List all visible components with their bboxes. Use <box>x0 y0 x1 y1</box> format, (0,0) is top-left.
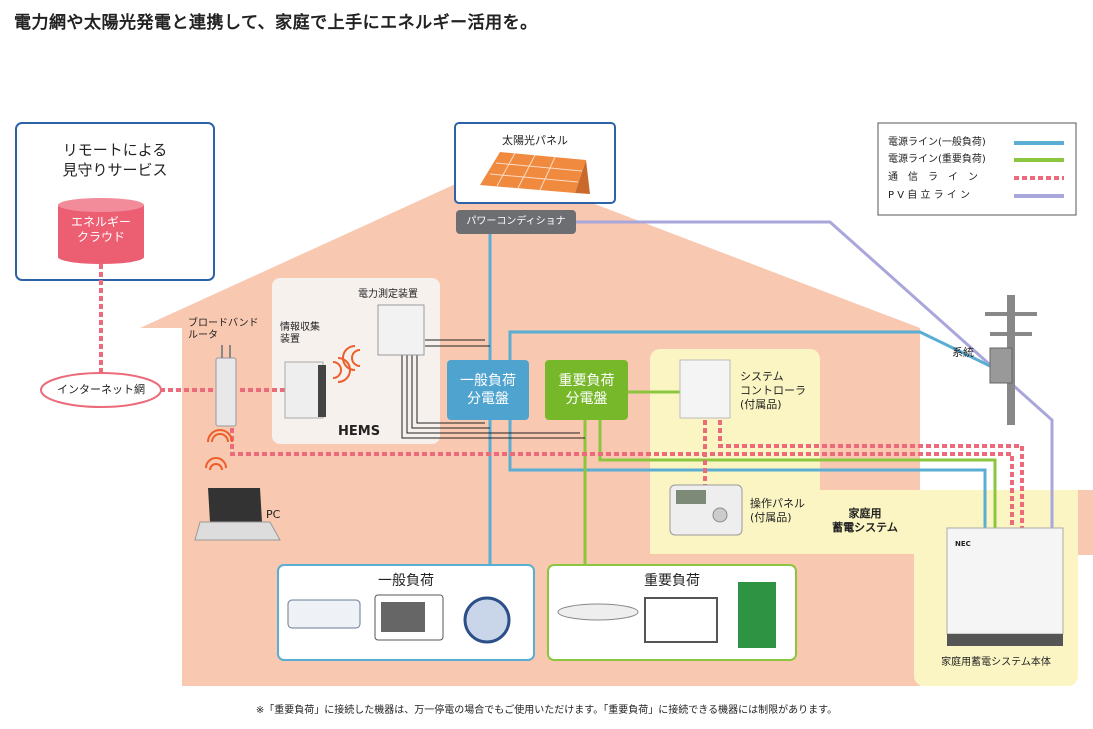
comm-line-controller-storage <box>718 420 1024 528</box>
critical-panel-label-line2: 分電盤 <box>565 391 608 407</box>
router-icon <box>215 345 237 427</box>
utility-pole-icon <box>985 295 1037 425</box>
wifi-icon-hems <box>332 345 361 383</box>
energy-cloud-label-line1: エネルギー <box>70 215 131 229</box>
footnote: ※「重要負荷」に接続した機器は、万一停電の場合でもご使用いただけます。「重要負荷… <box>255 705 838 716</box>
power-meter-icon <box>377 304 425 356</box>
grid-label: 系統 <box>952 346 974 359</box>
internet-label: インターネット網 <box>57 383 145 396</box>
info-collector-label-line1: 情報収集 <box>280 322 320 333</box>
info-collector-label-line2: 装置 <box>280 334 300 345</box>
refrigerator-icon <box>738 582 776 648</box>
remote-service-title-line2: 見守りサービス <box>62 161 168 179</box>
storage-brand-label: NEC <box>955 540 971 548</box>
critical-load-title: 重要負荷 <box>644 573 700 589</box>
critical-panel-box <box>545 360 628 420</box>
washing-machine-icon <box>463 596 511 644</box>
internet-cloud-icon <box>40 372 162 408</box>
air-conditioner-icon <box>287 599 361 629</box>
wifi-icon-router <box>207 429 233 443</box>
system-controller-label-line3: (付属品) <box>740 398 782 411</box>
remote-service-title: リモートによる 見守りサービス <box>16 140 214 180</box>
power-conditioner-box <box>456 210 576 234</box>
system-controller-label-line2: コントローラ <box>740 384 806 397</box>
power-conditioner-label: パワーコンディショナ <box>466 216 566 227</box>
storage-system-label-line1: 家庭用 <box>848 507 882 520</box>
general-panel-label: 一般負荷 分電盤 <box>447 372 529 408</box>
microwave-window-icon <box>381 602 425 632</box>
system-controller-label: システム コントローラ (付属品) <box>740 370 806 412</box>
general-panel-box <box>447 360 529 420</box>
wifi-icon-pc <box>205 457 227 471</box>
power-meter-label: 電力測定装置 <box>358 289 418 300</box>
general-load-title: 一般負荷 <box>378 573 434 589</box>
system-controller-icon <box>679 359 731 419</box>
operation-panel-label-line1: 操作パネル <box>750 497 805 510</box>
solar-panel-icon <box>480 152 590 194</box>
general-panel-label-line2: 分電盤 <box>467 391 509 407</box>
legend-label-pv: P V 自 立 ラ イ ン <box>888 190 970 201</box>
headline: 電力網や太陽光発電と連携して、家庭で上手にエネルギー活用を。 <box>14 13 538 33</box>
operation-panel-label-line2: (付属品) <box>750 511 792 524</box>
critical-panel-label-line1: 重要負荷 <box>558 373 615 389</box>
pv-line <box>576 220 1054 528</box>
hems-label: HEMS <box>338 424 381 439</box>
legend-label-general: 電源ライン(一般負荷) <box>888 137 986 148</box>
storage-unit-icon <box>946 527 1064 646</box>
pc-icon <box>194 488 281 541</box>
critical-panel-label: 重要負荷 分電盤 <box>545 372 628 408</box>
energy-cloud-icon <box>58 198 144 264</box>
energy-cloud-label: エネルギー クラウド <box>58 215 144 245</box>
green-line-storage <box>598 420 997 528</box>
operation-panel-icon <box>669 484 743 536</box>
router-label-line2: ルータ <box>188 330 218 341</box>
storage-system-label-line2: 蓄電システム <box>832 521 898 534</box>
hems-box <box>272 278 440 444</box>
legend-label-critical: 電源ライン(重要負荷) <box>888 154 986 165</box>
blue-line-storage <box>508 410 987 528</box>
tv-icon <box>644 597 718 643</box>
ceiling-light-icon <box>557 603 639 621</box>
measurement-wires <box>401 339 585 439</box>
storage-system-label: 家庭用 蓄電システム <box>822 507 908 535</box>
legend-label-comm: 通 信 ラ イ ン <box>888 172 978 183</box>
info-collector-label: 情報収集 装置 <box>280 322 320 346</box>
legend-box <box>877 122 1077 216</box>
energy-cloud-label-line2: クラウド <box>76 230 125 244</box>
solar-panel-label: 太陽光パネル <box>502 134 568 147</box>
operation-panel-label: 操作パネル (付属品) <box>750 497 805 525</box>
system-controller-label-line1: システム <box>740 370 784 383</box>
general-panel-label-line1: 一般負荷 <box>460 373 516 389</box>
pc-label: PC <box>266 508 281 521</box>
info-collector-icon <box>284 361 326 419</box>
remote-service-title-line1: リモートによる <box>62 141 168 159</box>
router-label: ブロードバンド ルータ <box>188 318 259 342</box>
storage-unit-label: 家庭用蓄電システム本体 <box>941 657 1051 668</box>
router-label-line1: ブロードバンド <box>188 318 259 329</box>
